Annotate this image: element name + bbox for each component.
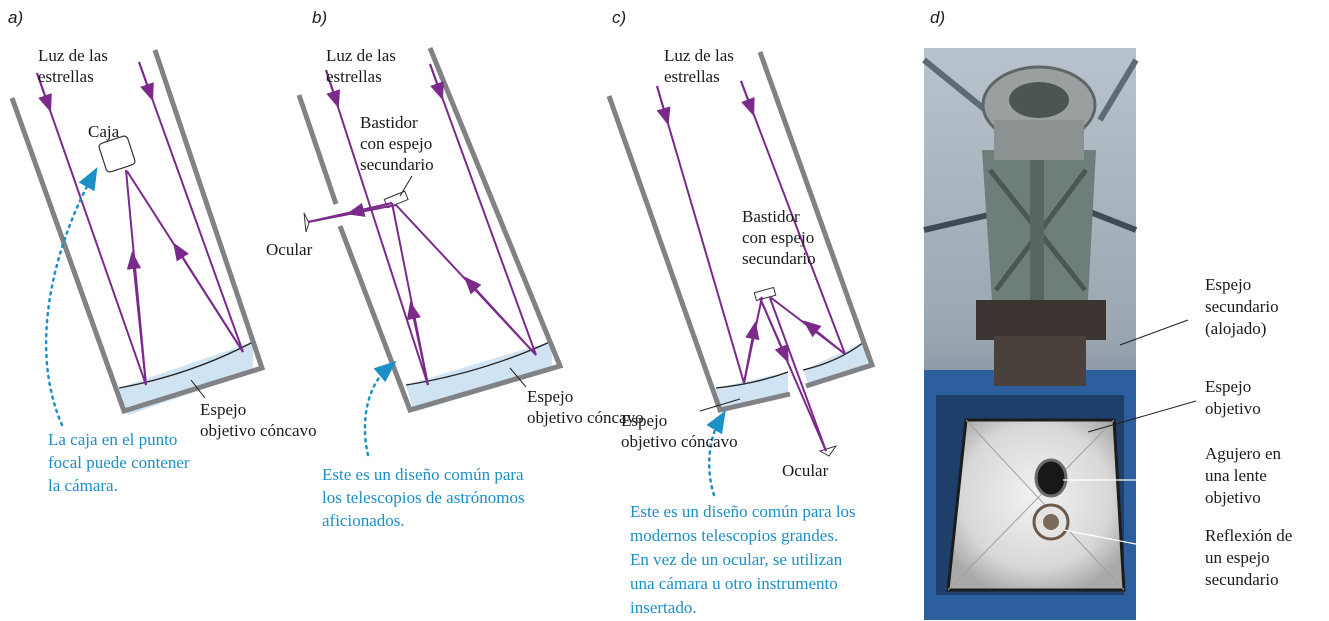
panel-b-label: b): [312, 8, 328, 27]
panel-c-mirror-label: Espejo objetivo cóncavo: [621, 411, 738, 451]
panel-a-leader: [44, 167, 98, 427]
panel-a-rays: [36, 61, 244, 386]
panel-b-mirror-label: Espejo objetivo cóncavo: [527, 387, 644, 427]
panel-c-leader: [706, 410, 726, 497]
panel-b-mirror-leader: [509, 367, 527, 388]
panel-b-eyepiece-label: Ocular: [266, 240, 313, 259]
panel-d-objective-label: Espejo objetivo: [1205, 377, 1261, 418]
panel-a-tube: [9, 49, 266, 415]
panel-b-diagram: [296, 47, 564, 457]
panel-a-label: a): [8, 8, 24, 27]
panel-d-photo: [922, 48, 1204, 620]
panel-a-starlight-label: Luz de las estrellas: [38, 46, 108, 86]
panel-b-starlight-label: Luz de las estrellas: [326, 46, 396, 86]
panel-a-diagram: [9, 49, 266, 427]
panel-a-caption: La caja en el punto focal puede contener…: [48, 430, 190, 495]
panel-a-mirror-surface: [118, 341, 254, 389]
panel-c-frame-label: Bastidor con espejo secundario: [742, 207, 816, 268]
panel-b-frame-label: Bastidor con espejo secundario: [360, 113, 434, 174]
panel-d-secondary-label: Espejo secundario (alojado): [1205, 275, 1279, 338]
panel-c-mirror-surface: [715, 341, 865, 389]
panel-c-mirror-right: [803, 342, 868, 384]
panel-d-hole-label: Agujero en una lente objetivo: [1205, 444, 1282, 507]
panel-a-mirror: [119, 342, 253, 415]
panel-c-mirror-left: [716, 372, 788, 412]
panel-c-tube-left: [606, 95, 791, 413]
panel-a-mirror-leader: [190, 379, 206, 399]
panel-d-label: d): [930, 8, 946, 27]
panel-c-eyepiece-label: Ocular: [782, 461, 829, 480]
panel-c-mirror-leader: [699, 398, 741, 412]
panel-c-eyepiece: [818, 445, 838, 457]
panel-c-rays: [656, 80, 846, 452]
panel-a-mirror-label: Espejo objetivo cóncavo: [200, 400, 317, 440]
panel-b-eyepiece: [303, 212, 310, 233]
panel-b-caption: Este es un diseño común para los telesco…: [322, 465, 525, 530]
panel-b-tube-left-lower: [337, 47, 564, 414]
panel-c-secondary-mirror: [753, 286, 777, 302]
panel-b-mirror: [406, 341, 552, 412]
panel-c-label: c): [612, 8, 627, 27]
panel-b-tube-left-upper: [296, 94, 339, 205]
panel-b-mirror-surface: [405, 340, 553, 386]
panel-c-tube-right: [757, 51, 876, 389]
panel-b-rays: [307, 63, 537, 386]
panel-c-starlight-label: Luz de las estrellas: [664, 46, 734, 86]
panel-a-box-label: Caja: [88, 122, 120, 141]
panel-c-caption: Este es un diseño común para los moderno…: [630, 502, 856, 617]
panel-b-frame-leader: [399, 175, 413, 197]
panel-c-diagram: [606, 51, 876, 497]
panel-b-leader: [363, 360, 397, 457]
panel-d-reflection-label: Reflexión de un espejo secundario: [1205, 526, 1293, 589]
panel-a-box: [98, 135, 136, 173]
